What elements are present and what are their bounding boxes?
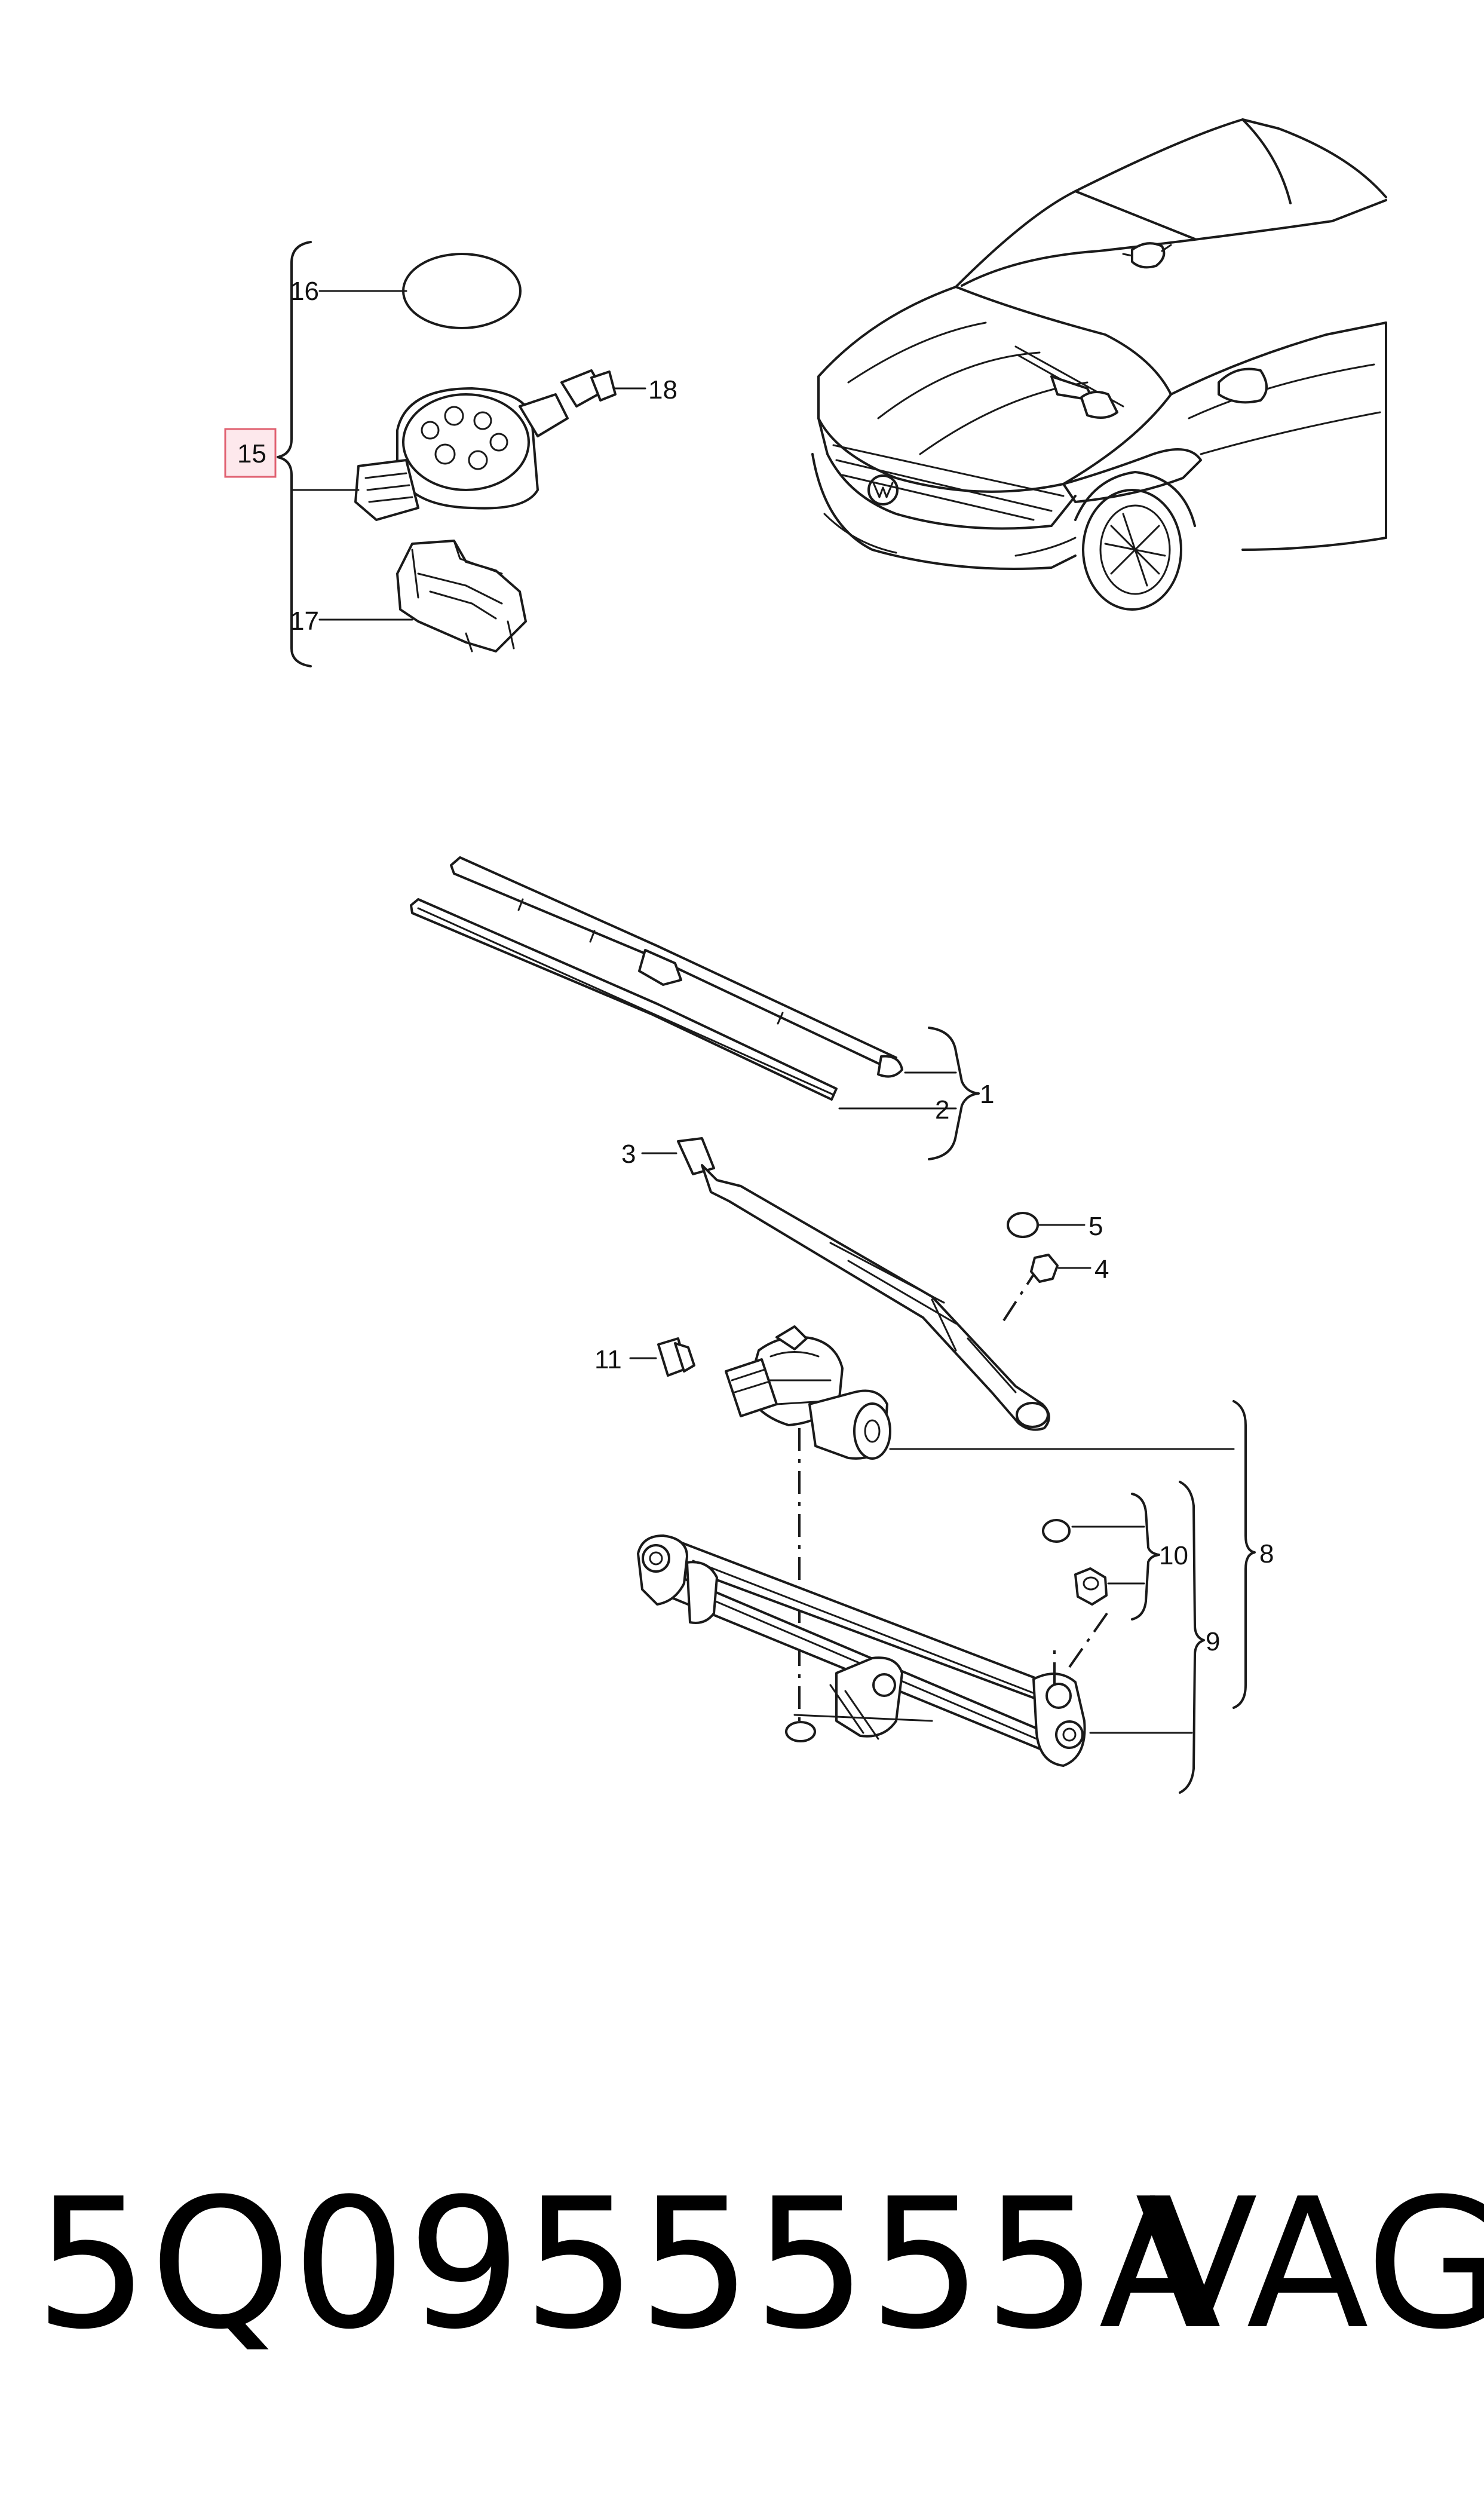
callout-5: 5 [1089,1212,1103,1241]
wiper-blade-assembly: 2 1 [410,856,994,1160]
wiper-arm-3: 3 [621,1137,1050,1431]
part-number: 5Q0955555A [35,2160,1223,2369]
wheel-icon [1082,489,1182,611]
callout-17: 17 [290,606,319,636]
callout-15-box[interactable] [224,428,277,478]
group-brace-15 [277,241,312,667]
nut-4: 4 [1030,1254,1109,1284]
rain-sensor-group: 15 16 18 [224,241,677,667]
brace-1 [928,1027,980,1160]
nut-10b [1074,1567,1145,1606]
seal-ring-16 [402,253,522,329]
callout-18: 18 [648,375,677,405]
brand-label: VAG [1135,2160,1484,2369]
wiper-linkage [637,1534,1193,1767]
callout-2: 2 [935,1095,949,1125]
brace-10 [1131,1493,1160,1621]
callout-3: 3 [621,1139,636,1169]
cap-5: 5 [1007,1212,1103,1241]
windshield-sensor [1131,242,1166,269]
vw-logo-icon [867,474,899,506]
car-front-illustration [811,118,1387,611]
callout-8: 8 [1259,1539,1274,1569]
callout-9: 9 [1206,1627,1220,1656]
callout-10: 10 [1159,1541,1188,1570]
callout-15[interactable]: 15 [237,439,266,468]
rain-sensor [354,387,569,521]
cap-10a [1042,1519,1145,1543]
sensor-bracket-17 [396,540,527,653]
brace-9 [1179,1481,1205,1794]
wiper-motor: 11 [594,1325,1235,1721]
brace-8 [1232,1400,1256,1709]
connector-clip-18 [560,369,617,408]
callout-4: 4 [1094,1255,1109,1284]
callout-1: 1 [980,1080,994,1109]
callout-11: 11 [594,1345,622,1374]
callout-16: 16 [290,277,319,306]
